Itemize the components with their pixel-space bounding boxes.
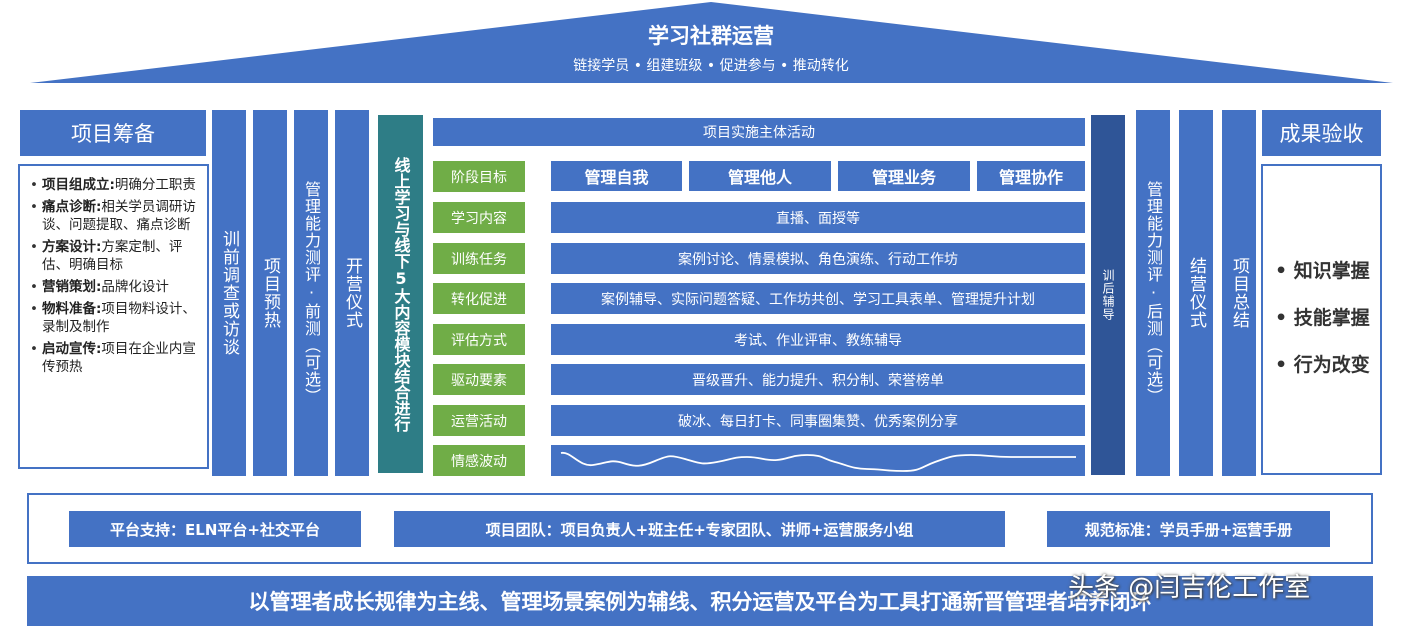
roof-title: 学习社群运营 — [648, 24, 774, 48]
row-label-emotion: 情感波动 — [433, 445, 525, 476]
support-team: 项目团队：项目负责人+班主任+专家团队、讲师+运营服务小组 — [394, 511, 1005, 547]
goal-business: 管理业务 — [838, 161, 970, 191]
support-platform: 平台支持：ELN平台+社交平台 — [69, 511, 361, 547]
preparation-item: 项目组成立:明确分工职责 — [30, 176, 199, 194]
row-label: 训练任务 — [433, 243, 525, 274]
bar-opening: 开营仪式 — [335, 110, 369, 476]
watermark: 头条 @闫吉伦工作室 — [1068, 573, 1311, 603]
bar-warmup: 项目预热 — [253, 110, 287, 476]
preparation-item: 启动宣传:项目在企业内宣传预热 — [30, 340, 199, 376]
goal-self: 管理自我 — [551, 161, 682, 191]
row-label: 评估方式 — [433, 324, 525, 355]
bottom-banner: 以管理者成长规律为主线、管理场景案例为辅线、积分运营及平台为工具打通新晋管理者培… — [27, 576, 1373, 626]
row-content: 案例讨论、情景模拟、角色演练、行动工作坊 — [551, 243, 1085, 274]
main-header: 项目实施主体活动 — [433, 118, 1085, 146]
row-content: 案例辅导、实际问题答疑、工作坊共创、学习工具表单、管理提升计划 — [551, 283, 1085, 314]
row-content: 晋级晋升、能力提升、积分制、荣誉榜单 — [551, 364, 1085, 395]
bar-pre-survey: 训前调查或访谈 — [212, 110, 246, 476]
bar-closing: 结营仪式 — [1179, 110, 1213, 476]
result-item: • 技能掌握 — [1275, 307, 1370, 329]
row-label: 运营活动 — [433, 405, 525, 436]
bar-pre-assessment: 管理能力测评·前测（可选） — [294, 110, 328, 476]
goal-others: 管理他人 — [689, 161, 831, 191]
row-content: 破冰、每日打卡、同事圈集赞、优秀案例分享 — [551, 405, 1085, 436]
row-content: 考试、作业评审、教练辅导 — [551, 324, 1085, 355]
row-label: 学习内容 — [433, 202, 525, 233]
preparation-item: 营销策划:品牌化设计 — [30, 278, 199, 296]
preparation-item: 痛点诊断:相关学员调研访谈、问题提取、痛点诊断 — [30, 198, 199, 234]
result-item: • 知识掌握 — [1275, 260, 1370, 282]
roof-banner — [30, 2, 1393, 83]
result-header: 成果验收 — [1262, 110, 1381, 156]
preparation-header: 项目筹备 — [20, 110, 206, 156]
row-label: 驱动要素 — [433, 364, 525, 395]
preparation-box: 项目组成立:明确分工职责 痛点诊断:相关学员调研访谈、问题提取、痛点诊断 方案设… — [18, 164, 209, 469]
row-label-stage-goal: 阶段目标 — [433, 161, 525, 192]
bar-post-coaching: 训后辅导 — [1091, 115, 1125, 475]
row-label: 转化促进 — [433, 283, 525, 314]
bar-summary: 项目总结 — [1222, 110, 1256, 476]
bar-online-offline: 线上学习与线下5大内容模块结合进行 — [378, 115, 423, 473]
preparation-item: 方案设计:方案定制、评估、明确目标 — [30, 238, 199, 274]
roof-subtitle: 链接学员 • 组建班级 • 促进参与 • 推动转化 — [573, 58, 849, 74]
goal-collaboration: 管理协作 — [977, 161, 1085, 191]
preparation-item: 物料准备:项目物料设计、录制及制作 — [30, 300, 199, 336]
emotion-wave-line — [560, 452, 1076, 472]
result-box: • 知识掌握 • 技能掌握 • 行为改变 — [1261, 164, 1382, 475]
emotion-wave — [551, 445, 1085, 476]
row-content: 直播、面授等 — [551, 202, 1085, 233]
result-item: • 行为改变 — [1275, 354, 1370, 376]
support-standard: 规范标准：学员手册+运营手册 — [1047, 511, 1330, 547]
bar-post-assessment: 管理能力测评·后测（可选） — [1136, 110, 1170, 476]
